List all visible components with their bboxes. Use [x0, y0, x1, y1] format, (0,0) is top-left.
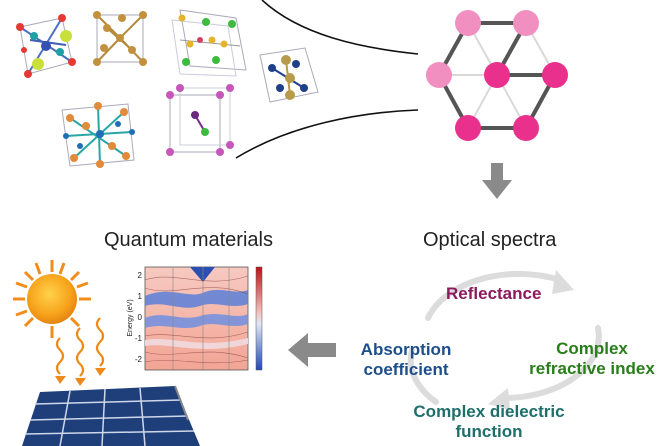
absorption-coefficient-label: Absorption coefficient — [350, 340, 462, 380]
sunlight-rays — [55, 317, 106, 386]
crystal-structure-3 — [171, 9, 247, 77]
optical-spectra-label: Optical spectra — [423, 229, 557, 251]
crystal-structure-1 — [16, 14, 76, 78]
crystal-structure-5 — [61, 102, 135, 168]
crystal-structure-2 — [93, 11, 147, 66]
reflectance-label: Reflectance — [446, 284, 542, 303]
funnel-curves — [235, 0, 419, 159]
band-plot-ylabel: Energy (eV) — [127, 299, 134, 336]
crystal-structure-4 — [259, 47, 319, 103]
down-arrow — [482, 163, 512, 199]
colorbar — [255, 266, 263, 371]
network-node — [455, 115, 481, 141]
absorption-line1: Absorption — [360, 340, 452, 359]
complex-refractive-line1: Complex — [556, 339, 628, 358]
complex-dielectric-function-label: Complex dielectric function — [404, 402, 574, 442]
crystal-structure-6 — [166, 84, 234, 156]
complex-refractive-index-label: Complex refractive index — [514, 339, 670, 379]
hexagonal-network — [426, 10, 568, 141]
band-plot-ytick: 0 — [138, 313, 143, 322]
network-node — [455, 10, 481, 36]
network-node — [484, 62, 510, 88]
cycle-arrowheads — [488, 270, 574, 410]
absorption-line2: coefficient — [363, 360, 449, 379]
complex-dielectric-line2: function — [455, 422, 523, 441]
network-node — [542, 62, 568, 88]
left-arrow — [288, 333, 336, 367]
complex-dielectric-line1: Complex dielectric — [413, 402, 565, 421]
quantum-materials-label: Quantum materials — [104, 229, 273, 251]
complex-refractive-line2: refractive index — [529, 359, 655, 378]
band-plot-ytick: 1 — [138, 292, 143, 301]
network-node — [513, 10, 539, 36]
band-structure-plot: Energy (eV) 2 1 0 -1 -2 — [127, 266, 263, 371]
solar-panel-array — [22, 385, 200, 446]
band-plot-ytick: -2 — [135, 355, 143, 364]
cycle-arc — [407, 270, 602, 405]
band-plot-ytick: -1 — [135, 334, 143, 343]
network-node — [426, 62, 452, 88]
sun-icon — [13, 260, 91, 338]
band-plot-ytick: 2 — [138, 271, 143, 280]
network-node — [513, 115, 539, 141]
